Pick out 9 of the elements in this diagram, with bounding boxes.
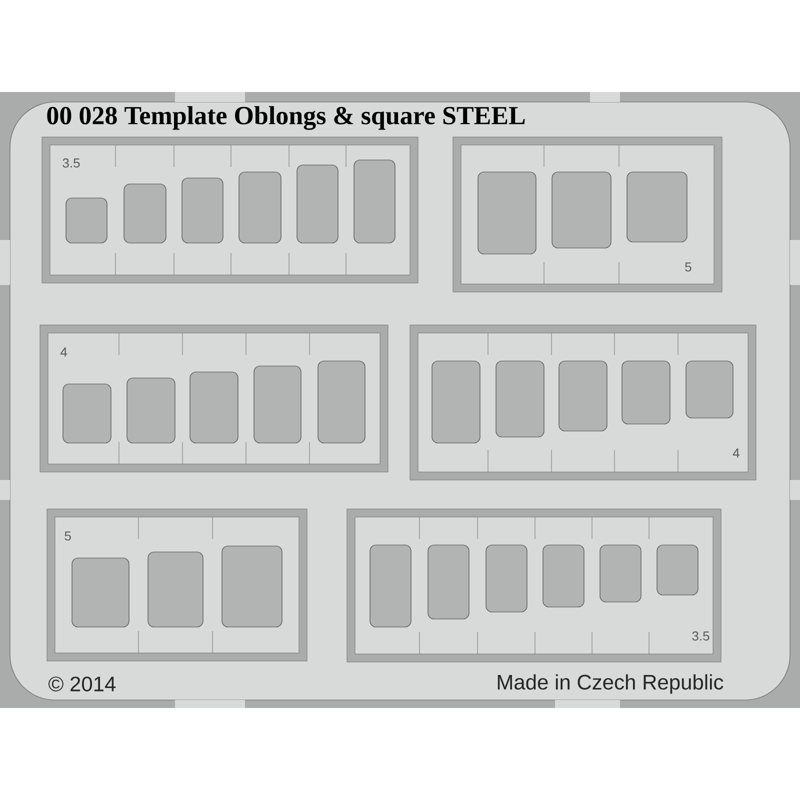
size-number: 4 <box>60 348 68 356</box>
copyright-note: © 2014 <box>48 676 116 692</box>
size-number: 4 <box>732 448 740 458</box>
size-number: 5 <box>64 531 71 541</box>
size-number: 3.5 <box>62 158 80 168</box>
title: 00 028 Template Oblongs & square STEEL <box>47 106 525 130</box>
origin-note: Made in Czech Republic <box>498 674 724 694</box>
size-number: 5 <box>685 262 692 272</box>
size-number: 3.5 <box>692 631 710 641</box>
